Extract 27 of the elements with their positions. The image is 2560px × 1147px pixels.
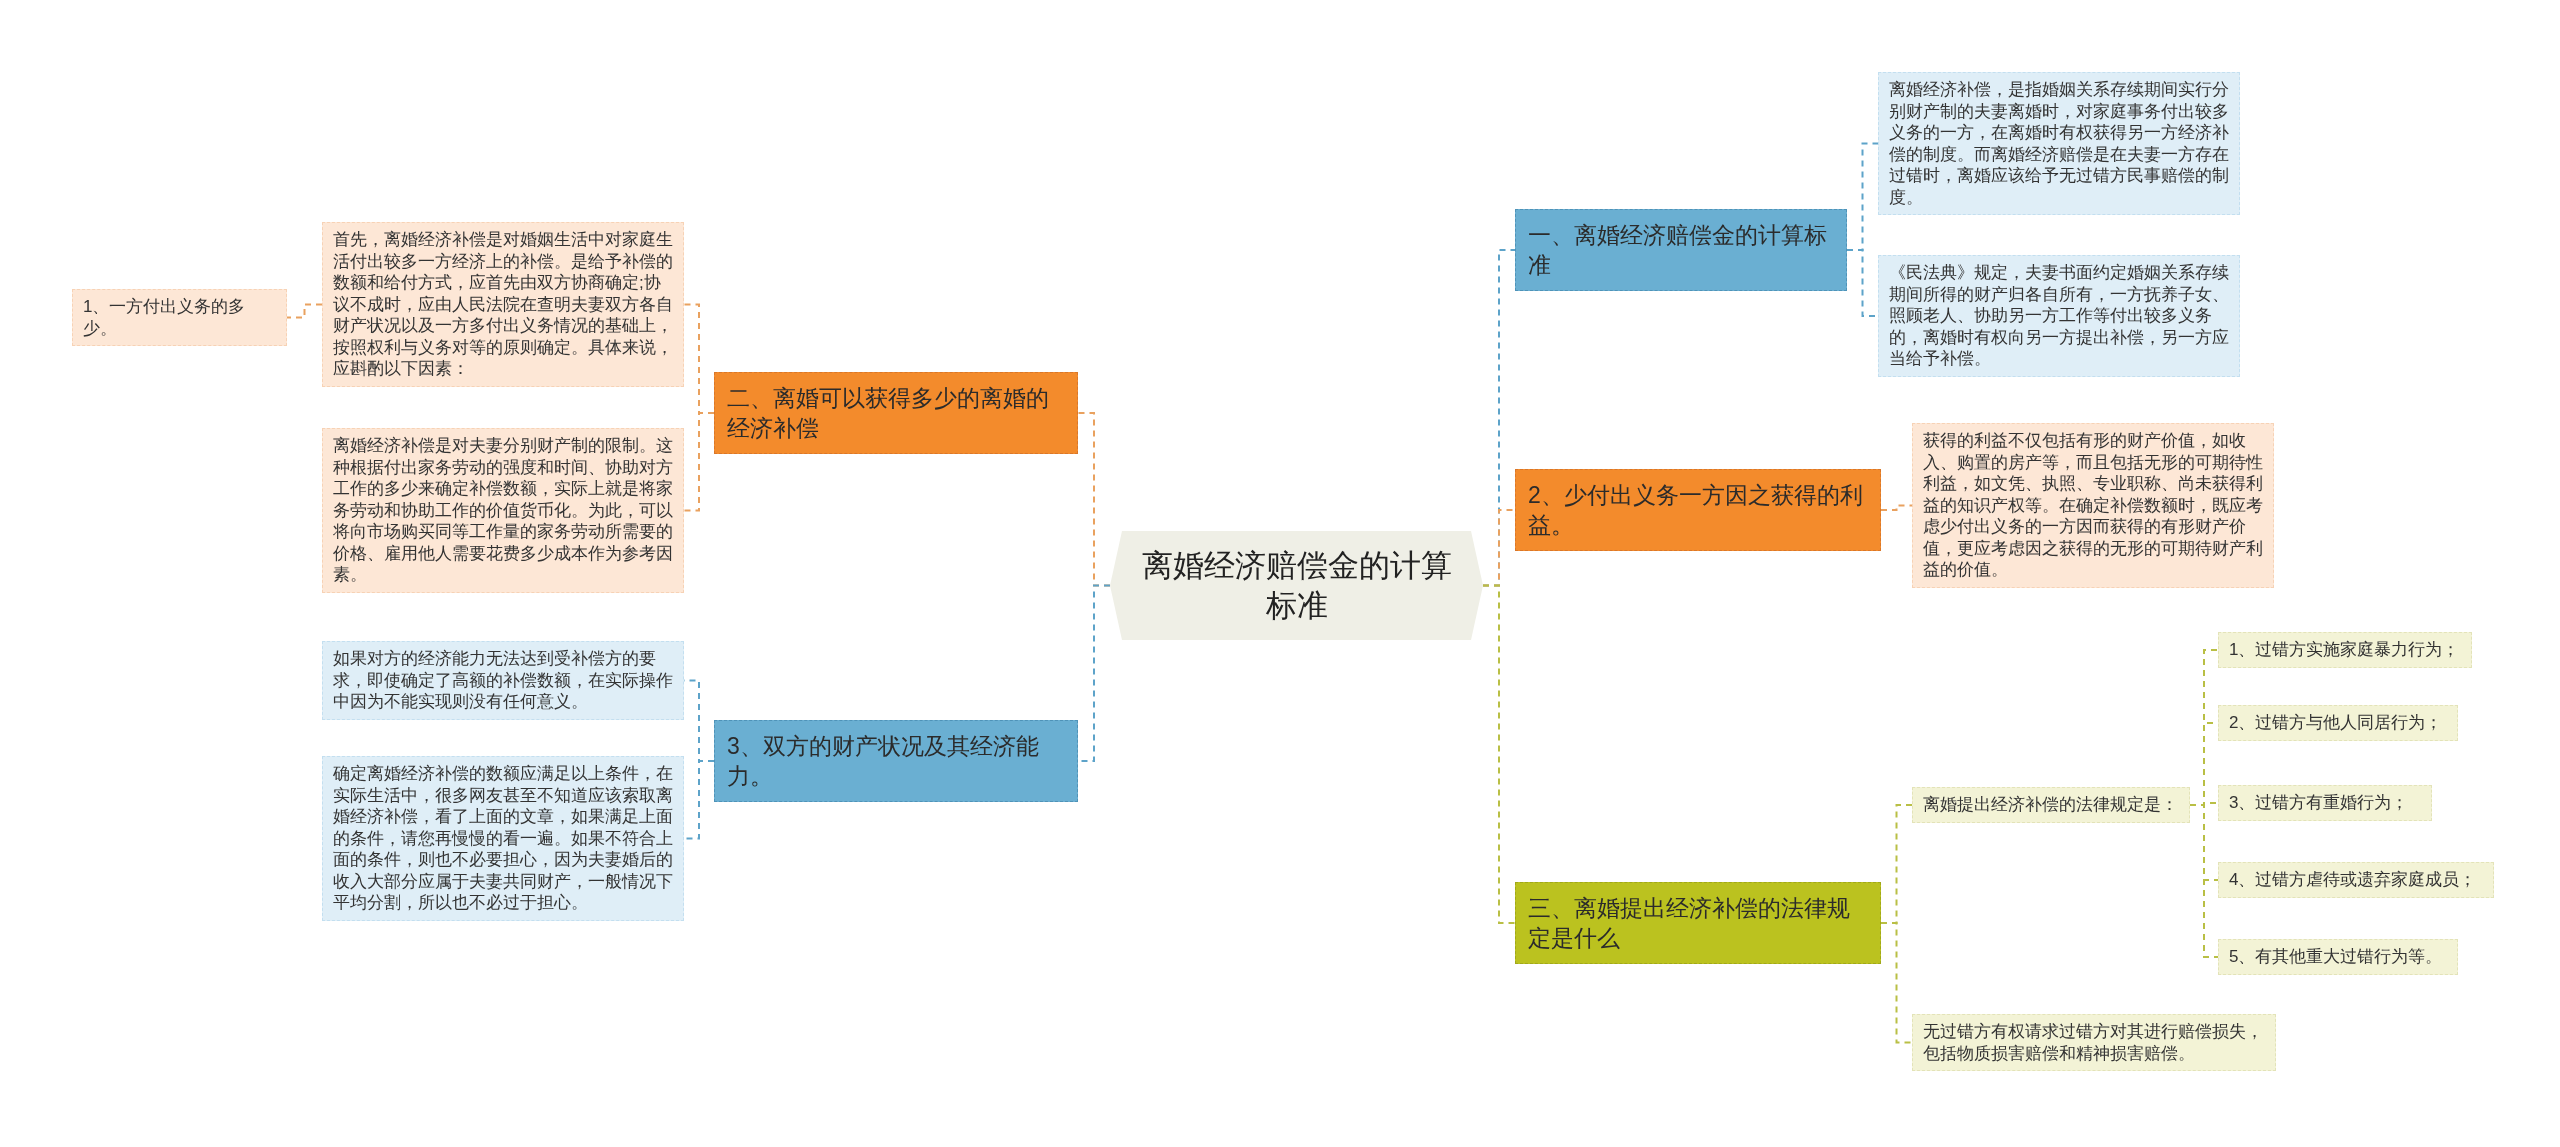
text-box: 《民法典》规定，夫妻书面约定婚姻关系存续期间所得的财产归各自所有，一方抚养子女、照顾老人、协助另一方工作等付出较多义务的，离婚时有权向另一方提出补偿，另一方应当给予补偿。 <box>1878 255 2240 377</box>
text-box: 离婚经济补偿，是指婚姻关系存续期间实行分别财产制的夫妻离婚时，对家庭事务付出较多义务的一方，在离婚时有权获得另一方经济补偿的制度。而离婚经济赔偿是在夫妻一方存在过错时，离婚应该给予无过错方民事赔偿的制度。 <box>1878 72 2240 215</box>
topic-box: 一、离婚经济赔偿金的计算标准 <box>1515 209 1847 291</box>
text-box: 首先，离婚经济补偿是对婚姻生活中对家庭生活付出较多一方经济上的补偿。是给予补偿的数额和给付方式，应首先由双方协商确定;协议不成时，应由人民法院在查明夫妻双方各自财产状况以及一方多付出义务情况的基础上，按照权利与义务对等的原则确定。具体来说，应斟酌以下因素： <box>322 222 684 387</box>
connector-line <box>286 303 323 319</box>
topic-box: 3、双方的财产状况及其经济能力。 <box>714 720 1078 802</box>
connector-line <box>1482 584 1516 924</box>
topic-box: 二、离婚可以获得多少的离婚的经济补偿 <box>714 372 1078 454</box>
text-box: 离婚经济补偿是对夫妻分别财产制的限制。这种根据付出家务劳动的强度和时间、协助对方工作的多少来确定补偿数额，实际上就是将家务劳动和协助工作的价值货币化。为此，可以将向市场购买同等工作量的家务劳动所需要的价格、雇用他人需要花费多少成本作为参考因素。 <box>322 428 684 593</box>
central-topic: 离婚经济赔偿金的计算标准 <box>1110 531 1483 640</box>
text-box: 获得的利益不仅包括有形的财产价值，如收入、购置的房产等，而且包括无形的可期待性利益，如文凭、执照、专业职称、尚未获得利益的知识产权等。在确定补偿数额时，既应考虑少付出义务的一方因而获得的有形财产价值，更应考虑因之获得的无形的可期待财产利益的价值。 <box>1912 423 2274 588</box>
connector-line <box>2189 804 2219 958</box>
connector-line <box>683 412 715 512</box>
text-box: 5、有其他重大过错行为等。 <box>2218 939 2458 975</box>
text-box: 1、过错方实施家庭暴力行为； <box>2218 632 2472 668</box>
text-box: 无过错方有权请求过错方对其进行赔偿损失，包括物质损害赔偿和精神损害赔偿。 <box>1912 1014 2276 1071</box>
text-box: 离婚提出经济补偿的法律规定是： <box>1912 787 2190 823</box>
text-box: 3、过错方有重婚行为； <box>2218 785 2432 821</box>
text-box: 确定离婚经济补偿的数额应满足以上条件，在实际生活中，很多网友甚至不知道应该索取离婚经济补偿，看了上面的文章，如果满足上面的条件，请您再慢慢的看一遍。如果不符合上面的条件，则也不必要担心，因为夫妻婚后的收入大部分应属于夫妻共同财产，一般情况下平均分割，所以也不必过于担心。 <box>322 756 684 921</box>
text-box: 如果对方的经济能力无法达到受补偿方的要求，即使确定了高额的补偿数额，在实际操作中因为不能实现则没有任何意义。 <box>322 641 684 720</box>
text-box: 1、一方付出义务的多少。 <box>72 289 287 346</box>
topic-box: 三、离婚提出经济补偿的法律规定是什么 <box>1515 882 1881 964</box>
connector-line <box>1880 504 1913 511</box>
topic-box: 2、少付出义务一方因之获得的利益。 <box>1515 469 1881 551</box>
text-box: 2、过错方与他人同居行为； <box>2218 705 2458 741</box>
text-box: 4、过错方虐待或遗弃家庭成员； <box>2218 862 2494 898</box>
connector-line <box>1880 922 1913 1044</box>
